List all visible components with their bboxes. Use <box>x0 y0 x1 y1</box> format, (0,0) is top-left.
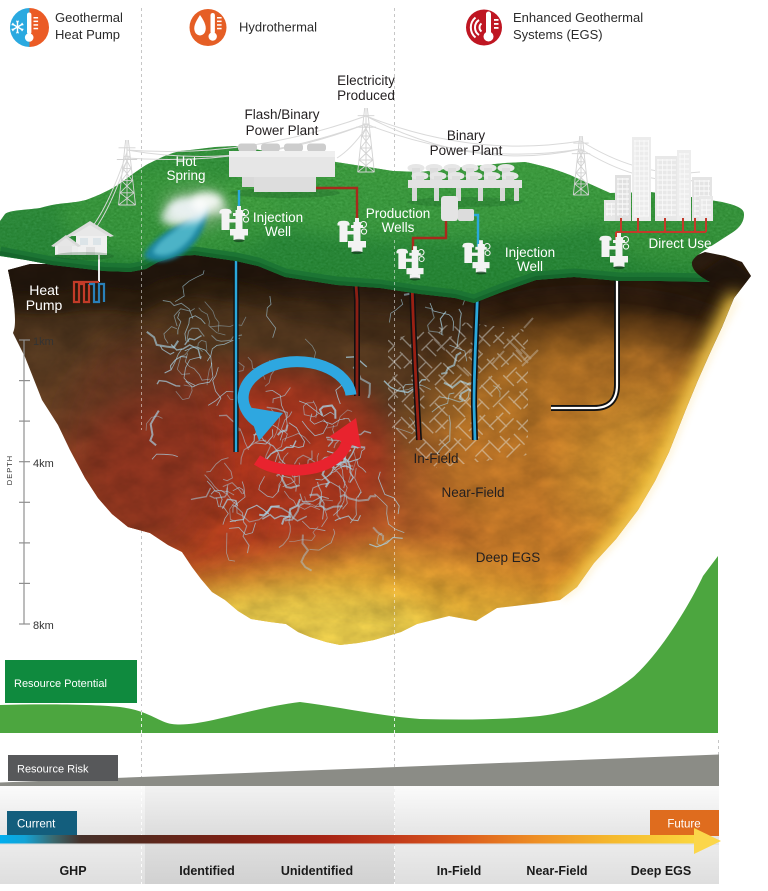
svg-text:Resource Potential: Resource Potential <box>14 678 107 690</box>
svg-text:Injection: Injection <box>253 210 303 225</box>
svg-text:Heat: Heat <box>29 282 59 298</box>
svg-text:Well: Well <box>265 224 291 239</box>
svg-text:Hot: Hot <box>175 154 196 169</box>
svg-text:Power Plant: Power Plant <box>246 123 319 138</box>
svg-text:In-Field: In-Field <box>437 864 481 878</box>
svg-text:In-Field: In-Field <box>413 451 458 466</box>
svg-text:Spring: Spring <box>166 168 205 183</box>
svg-text:1km: 1km <box>33 336 54 348</box>
svg-text:Well: Well <box>517 259 543 274</box>
svg-text:Electricity: Electricity <box>337 73 395 88</box>
svg-text:Pump: Pump <box>26 297 63 313</box>
svg-text:Near-Field: Near-Field <box>526 864 587 878</box>
svg-text:Direct Use: Direct Use <box>648 236 711 251</box>
svg-text:Production: Production <box>366 206 431 221</box>
svg-text:Binary: Binary <box>447 128 486 143</box>
svg-text:Enhanced Geothermal: Enhanced Geothermal <box>513 10 643 25</box>
svg-text:Produced: Produced <box>337 88 395 103</box>
svg-text:Deep EGS: Deep EGS <box>476 550 541 565</box>
svg-text:Near-Field: Near-Field <box>441 485 504 500</box>
svg-text:Resource Risk: Resource Risk <box>17 764 89 776</box>
svg-text:Systems (EGS): Systems (EGS) <box>513 27 603 42</box>
svg-text:Power Plant: Power Plant <box>430 143 503 158</box>
svg-text:Hydrothermal: Hydrothermal <box>239 20 317 35</box>
svg-text:Heat Pump: Heat Pump <box>55 27 120 42</box>
svg-text:Injection: Injection <box>505 245 555 260</box>
svg-text:4km: 4km <box>33 458 54 470</box>
svg-text:Current: Current <box>17 819 56 831</box>
svg-text:Unidentified: Unidentified <box>281 864 353 878</box>
svg-text:Wells: Wells <box>382 220 415 235</box>
svg-text:DEPTH: DEPTH <box>5 455 14 485</box>
svg-text:8km: 8km <box>33 620 54 632</box>
svg-text:GHP: GHP <box>59 864 86 878</box>
svg-text:Future: Future <box>667 819 700 831</box>
svg-text:Flash/Binary: Flash/Binary <box>244 107 319 122</box>
svg-text:Geothermal: Geothermal <box>55 10 123 25</box>
svg-text:Deep EGS: Deep EGS <box>631 864 691 878</box>
svg-text:Identified: Identified <box>179 864 235 878</box>
